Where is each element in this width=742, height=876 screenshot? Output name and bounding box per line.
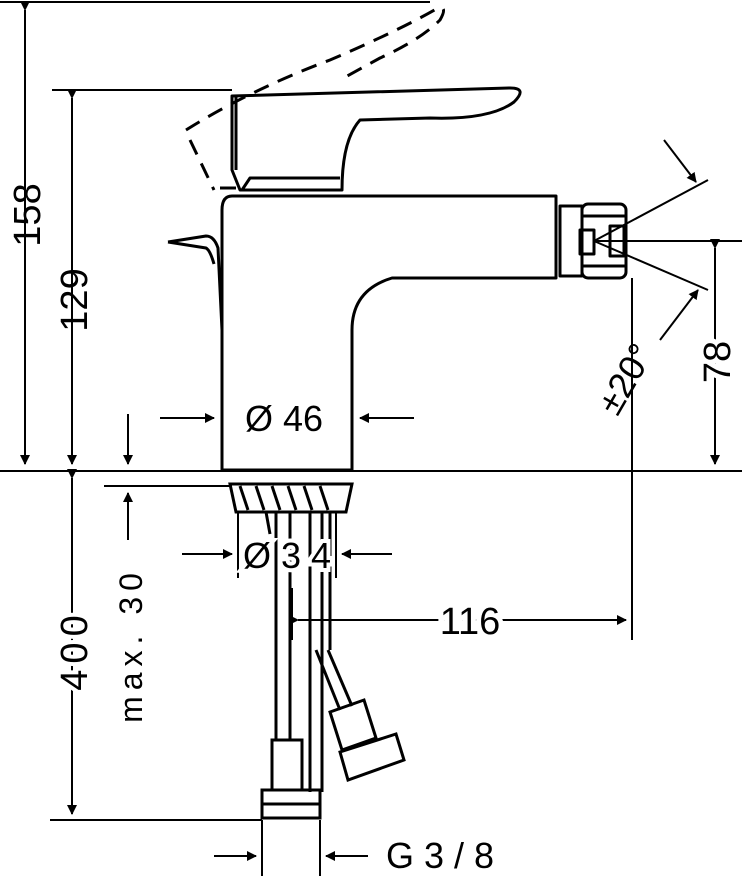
dim-400-label: 400 bbox=[54, 609, 96, 690]
dim-129-label: 129 bbox=[54, 268, 96, 331]
mounting-nut bbox=[228, 482, 354, 535]
dim-34-label: Ø 3 4 bbox=[243, 535, 331, 576]
lever-handle bbox=[230, 86, 522, 192]
dim-46-label: Ø 46 bbox=[245, 398, 323, 439]
dim-116-label: 116 bbox=[440, 601, 501, 643]
g38-label: G 3 / 8 bbox=[386, 835, 494, 876]
angle-ray-upper bbox=[593, 179, 709, 242]
angle-ray-lower bbox=[593, 240, 709, 291]
angle-arrow-lower bbox=[659, 289, 699, 341]
supply-hoses bbox=[260, 512, 406, 820]
dim-30-label: max. 30 bbox=[113, 567, 149, 723]
angle-arrow-upper bbox=[663, 139, 697, 183]
popup-rod bbox=[167, 234, 224, 331]
faucet-body bbox=[220, 194, 628, 472]
dim-78-label: 78 bbox=[697, 341, 739, 383]
dim-158-label: 158 bbox=[7, 183, 49, 246]
angle-label: ±20° bbox=[589, 336, 662, 421]
lever-open-position bbox=[185, 6, 445, 191]
